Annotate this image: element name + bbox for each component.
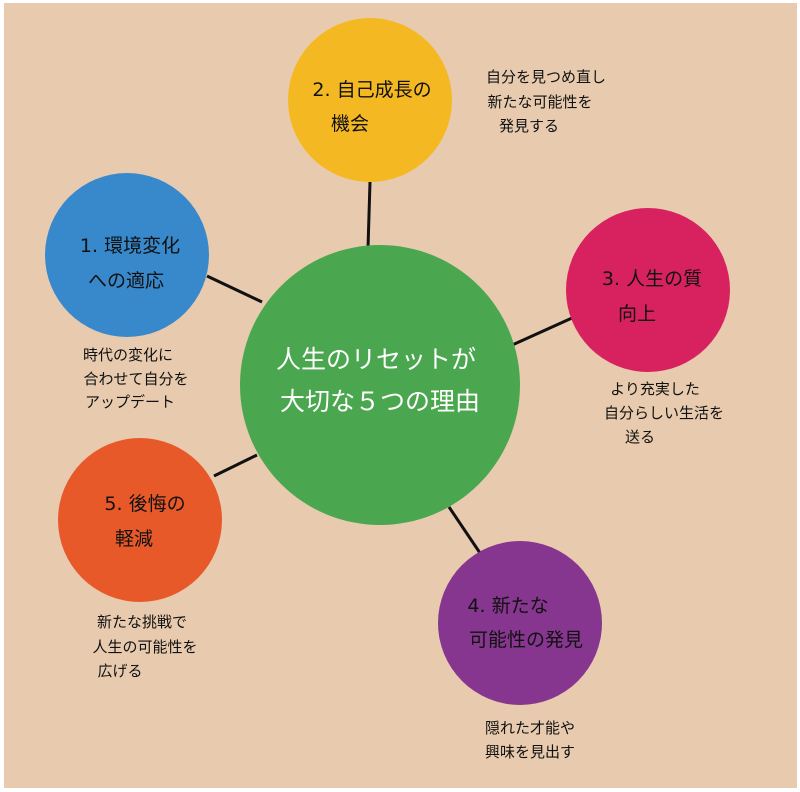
reason-2-desc2: 新たな可能性を [487,93,592,111]
reason-4-desc1: 隠れた才能や [485,719,575,737]
reason-3-desc2: 自分らしい生活を [604,404,724,422]
reason-1-desc1: 時代の変化に [83,346,173,364]
reason-5-title1: 5. 後悔の [104,493,185,515]
connector-1 [206,274,263,304]
reason-1-desc2: 合わせて自分を [83,370,188,388]
reason-4-title2: 可能性の発見 [469,629,583,651]
reason-3-title1: 3. 人生の質 [602,268,702,290]
reason-2-title1: 2. 自己成長の [312,79,431,101]
reason-1: 1. 環境変化 への適応 時代の変化に 合わせて自分を アップデート [45,173,209,411]
connector-2 [366,181,372,249]
reason-4-desc2: 興味を見出す [485,743,575,761]
reason-1-title2: への適応 [88,270,164,292]
center-title-line2: 大切な５つの理由 [280,387,480,416]
reason-3-circle [566,208,730,372]
reason-5-desc2: 人生の可能性を [92,638,197,656]
reason-5: 5. 後悔の 軽減 新たな挑戦で 人生の可能性を 広げる [58,438,222,680]
center-circle [240,245,520,525]
reason-2-desc3: 発見する [499,117,559,135]
reason-2-circle [288,18,452,182]
reason-4-circle [438,541,602,705]
reason-1-desc3: アップデート [85,393,175,411]
reason-4-title1: 4. 新たな [467,595,548,617]
connector-3 [509,316,573,348]
reason-3-desc3: 送る [625,428,655,446]
reason-4: 4. 新たな 可能性の発見 隠れた才能や 興味を見出す [438,541,602,761]
connectors [206,181,573,554]
center-title-line1: 人生のリセットが [276,345,476,374]
reason-2: 2. 自己成長の 機会 自分を見つめ直し 新たな可能性を 発見する [288,18,606,182]
reason-3-title2: 向上 [618,303,656,325]
connector-4 [447,506,482,554]
reason-3-desc1: より充実した [610,380,700,398]
reason-5-desc3: 広げる [97,662,142,680]
reason-1-title1: 1. 環境変化 [80,235,180,257]
reason-5-circle [58,438,222,602]
reason-3: 3. 人生の質 向上 より充実した 自分らしい生活を 送る [566,208,730,446]
reason-2-title2: 機会 [331,113,369,135]
reason-5-desc1: 新たな挑戦で [97,613,187,631]
reason-2-desc1: 自分を見つめ直し [486,68,606,86]
connector-5 [213,453,258,478]
reason-1-circle [45,173,209,337]
reason-5-title2: 軽減 [115,528,153,550]
